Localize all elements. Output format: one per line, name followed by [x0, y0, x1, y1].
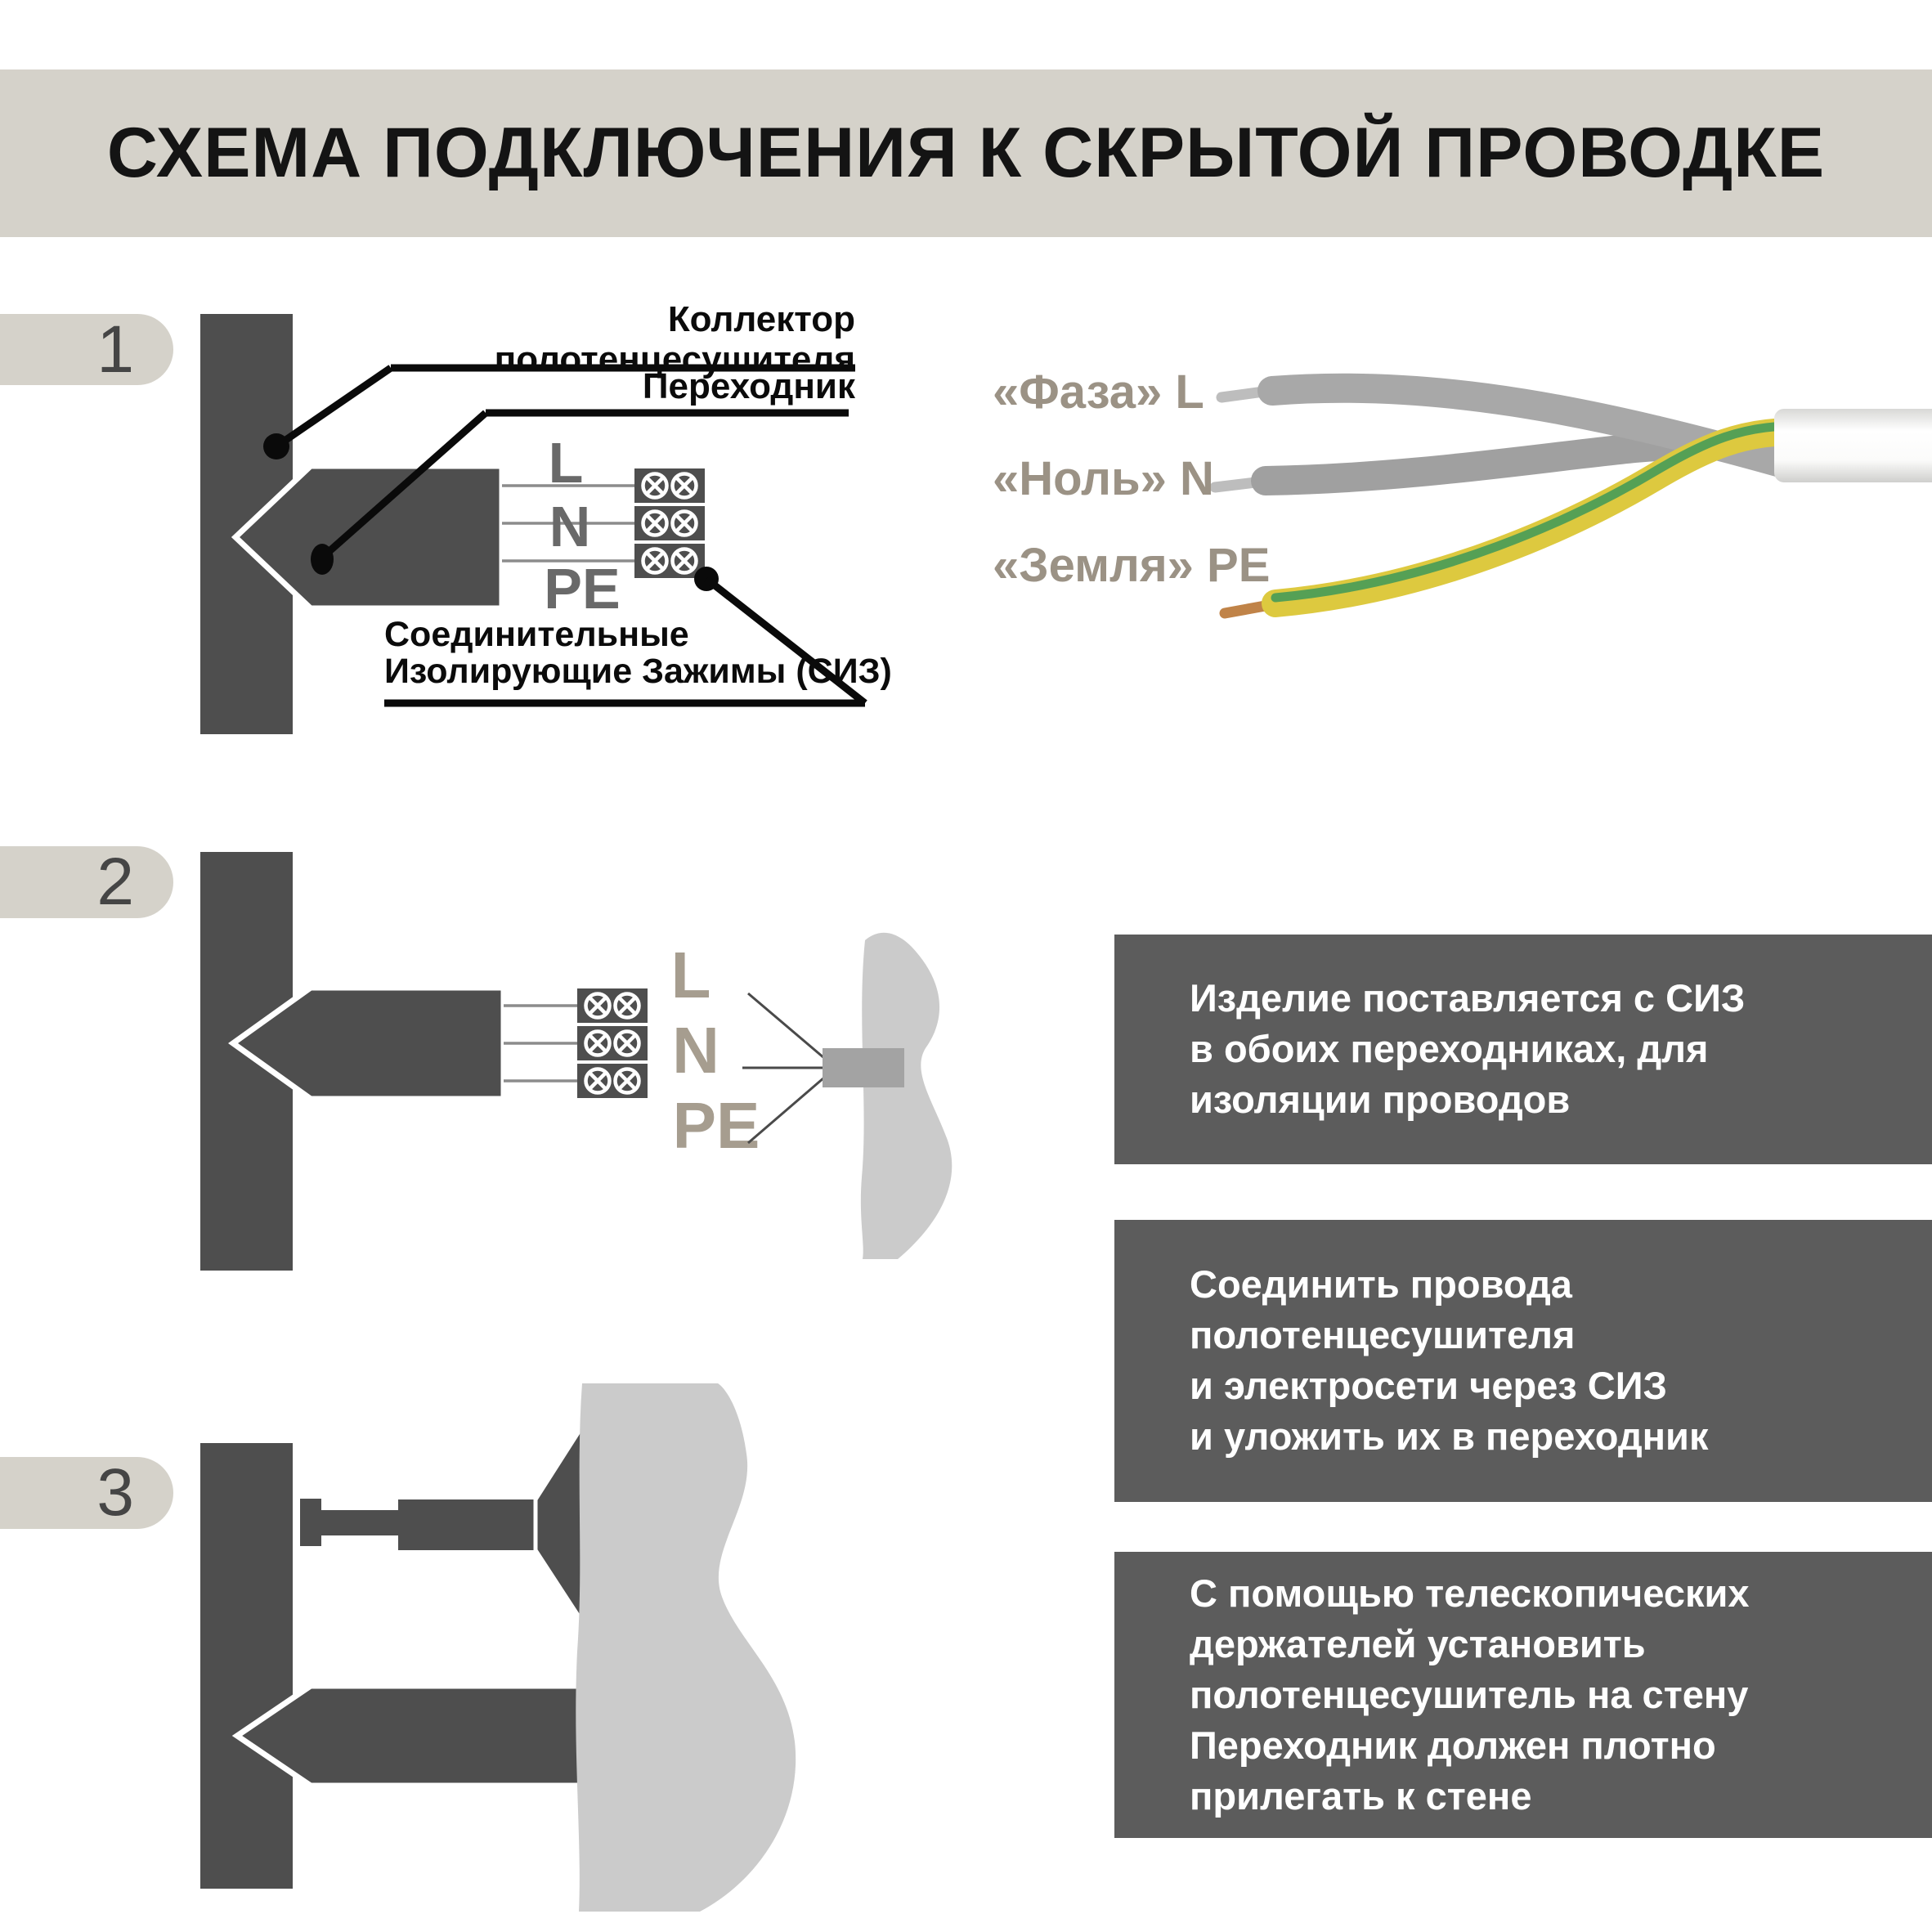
- step-number: 1: [96, 312, 134, 387]
- cable-illustration: [1209, 373, 1932, 619]
- step-number: 2: [96, 845, 134, 919]
- step2-wall-plug: [823, 1048, 904, 1087]
- step1-terminal-blocks: [634, 468, 705, 578]
- step2-wires: [504, 1004, 577, 1083]
- legend-neutral-label: «Ноль» N: [993, 452, 1214, 505]
- step1-terminal-label-pe: PE: [544, 557, 620, 621]
- callout-line: [704, 576, 867, 706]
- step1-callout-collector-line: [263, 364, 855, 459]
- step3-adapter-arrow: [231, 1683, 612, 1789]
- step2-terminal-blocks: [577, 988, 648, 1098]
- note-box-mount: С помощью телескопических держателей уст…: [1114, 1552, 1932, 1838]
- step1-adapter-arrow: [231, 463, 505, 612]
- step3-wall-section: [576, 1383, 796, 1912]
- callout-line: [320, 410, 488, 561]
- header-band: СХЕМА ПОДКЛЮЧЕНИЯ К СКРЫТОЙ ПРОВОДКЕ: [0, 69, 1932, 237]
- step1-terminal-label-l: L: [549, 431, 584, 495]
- step2-terminal-label-pe: PE: [673, 1089, 760, 1162]
- step1-callout-adapter-line: [311, 409, 849, 575]
- cable-ground-wire-green-stripe: [1271, 421, 1791, 603]
- step2-terminal-label-l: L: [671, 939, 711, 1011]
- lead-line: [747, 1076, 825, 1145]
- step1-callout-clamps-line: [384, 567, 867, 707]
- step1-wires: [502, 484, 634, 563]
- clamps-callout-label: Соединительные Изолирующие Зажимы (СИЗ): [384, 615, 892, 691]
- step3-towel-rail-pipe: [200, 1443, 293, 1889]
- terminal-block: [577, 1026, 648, 1060]
- note-box-siz: Изделие поставляется с СИЗ в обоих перех…: [1114, 935, 1932, 1164]
- terminal-block: [634, 506, 705, 540]
- step1-number-pill: 1: [0, 312, 173, 387]
- step2-terminal-label-n: N: [672, 1014, 719, 1087]
- holder-sleeve: [398, 1499, 538, 1550]
- adapter-callout-label: Переходник: [642, 366, 855, 406]
- terminal-block: [634, 544, 705, 578]
- legend-ground-label: «Земля» PE: [993, 539, 1271, 592]
- terminal-block: [577, 1064, 648, 1098]
- holder-rod: [320, 1510, 399, 1535]
- lead-line: [747, 992, 825, 1060]
- step2-lead-lines: [742, 992, 825, 1145]
- step-number: 3: [96, 1455, 134, 1530]
- callout-dot: [311, 544, 334, 575]
- step1-terminal-label-n: N: [549, 495, 591, 558]
- step2-wall-section: [860, 932, 953, 1259]
- terminal-block: [577, 988, 648, 1023]
- collector-callout-label: Коллектор полотенцесушителя: [494, 299, 855, 380]
- cable-ground-wire: [1262, 418, 1800, 617]
- callout-dot: [263, 433, 289, 459]
- step2-number-pill: 2: [0, 845, 173, 919]
- holder-wall-cone: [533, 1415, 587, 1633]
- step3-telescopic-holder: [300, 1415, 587, 1633]
- legend-phase-label: «Фаза» L: [993, 365, 1204, 419]
- step3-number-pill: 3: [0, 1455, 173, 1530]
- terminal-block: [634, 468, 705, 503]
- page-title: СХЕМА ПОДКЛЮЧЕНИЯ К СКРЫТОЙ ПРОВОДКЕ: [106, 114, 1826, 192]
- holder-collar: [300, 1499, 321, 1546]
- callout-line: [274, 365, 393, 450]
- cable-sheath: [1774, 409, 1932, 482]
- note-box-connect: Соединить провода полотенцесушителя и эл…: [1114, 1220, 1932, 1502]
